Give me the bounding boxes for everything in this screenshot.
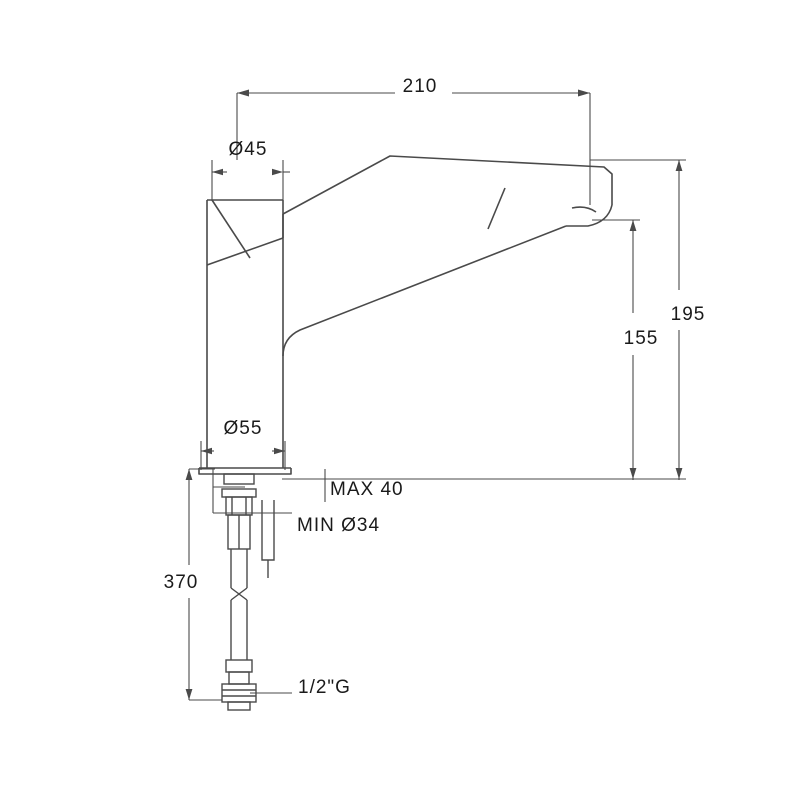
dim-label-spout-diameter-top: Ø45 <box>229 139 268 160</box>
spout-bottom-profile <box>282 225 567 357</box>
arrow-210-right <box>578 89 590 97</box>
arrow-155-top <box>629 220 637 231</box>
aerator-detail <box>571 206 597 213</box>
dim-label-hose-length: 370 <box>164 572 199 593</box>
side-tie-rod <box>261 500 275 561</box>
arrow-45-left <box>212 168 223 176</box>
hose-upper-section <box>230 549 248 588</box>
hose-break-symbol <box>230 587 248 601</box>
arrow-370-bottom <box>185 689 193 700</box>
dim-label-overall-height: 195 <box>671 304 706 325</box>
hose-ferrule <box>228 671 250 685</box>
arrow-195-top <box>675 160 683 171</box>
connector-tail <box>227 701 251 711</box>
arrow-155-bottom <box>629 468 637 479</box>
arrow-195-bottom <box>675 468 683 479</box>
mounting-nut <box>225 496 253 516</box>
faucet-outline <box>198 155 613 475</box>
pullout-joint-line <box>487 187 506 230</box>
dim-label-spout-height: 155 <box>624 328 659 349</box>
mounting-hardware <box>221 473 275 711</box>
spout-top-profile <box>282 155 613 215</box>
dim-label-base-diameter: Ø55 <box>224 418 263 439</box>
lever-seat-diagonal <box>211 199 251 259</box>
arrow-45-right <box>272 168 283 176</box>
dim-label-min-hole-diameter: MIN Ø34 <box>297 515 380 536</box>
mounting-plate <box>221 488 257 498</box>
dim-label-max-deck-thickness: MAX 40 <box>330 479 404 500</box>
dim-label-overall-projection: 210 <box>403 76 438 97</box>
dimension-arrowheads <box>185 89 683 700</box>
dim-label-connection-thread: 1/2"G <box>298 677 351 698</box>
deck-washer <box>223 473 255 485</box>
hose-collar <box>225 659 253 673</box>
arrow-55-right <box>274 447 285 455</box>
arrow-370-top <box>185 469 193 480</box>
arrow-210-left <box>237 89 249 97</box>
hose-lower-section <box>230 600 248 660</box>
dimension-lines <box>188 92 686 701</box>
spout-nose <box>566 204 613 227</box>
